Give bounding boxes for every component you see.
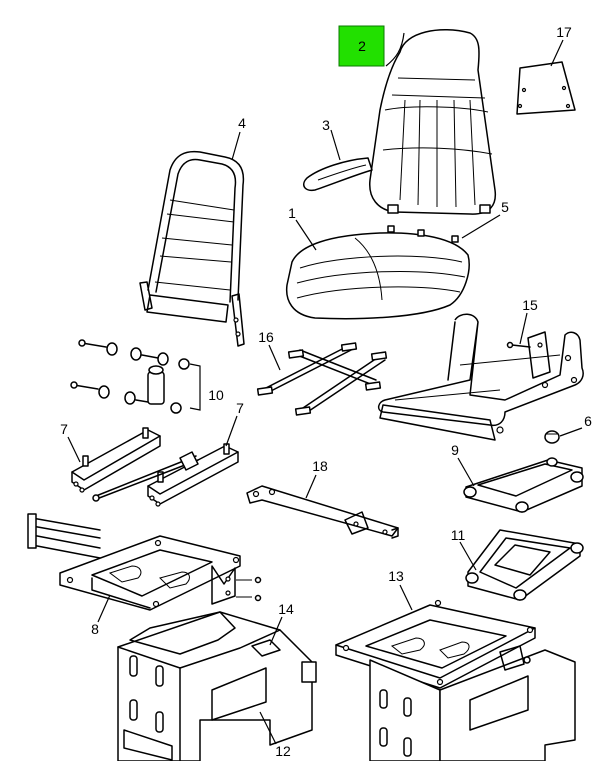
- callout-15[interactable]: 15: [522, 297, 538, 313]
- callout-5[interactable]: 5: [501, 199, 509, 215]
- callout-6[interactable]: 6: [584, 413, 592, 429]
- callout-3[interactable]: 3: [322, 117, 330, 133]
- part-seat-back[interactable]: [369, 29, 497, 215]
- callout-16[interactable]: 16: [258, 329, 274, 345]
- part-straps[interactable]: [256, 342, 388, 416]
- callout-12[interactable]: 12: [275, 743, 291, 759]
- callout-13[interactable]: 13: [388, 568, 404, 584]
- callout-9[interactable]: 9: [451, 442, 459, 458]
- callout-7-right[interactable]: 7: [236, 400, 244, 416]
- callout-2[interactable]: 2: [358, 38, 366, 54]
- part-bracket-bar[interactable]: [246, 485, 399, 539]
- callout-11[interactable]: 11: [451, 527, 466, 543]
- callout-10[interactable]: 10: [208, 387, 224, 403]
- callout-1[interactable]: 1: [288, 205, 296, 221]
- callout-7-left[interactable]: 7: [60, 421, 68, 437]
- callout-17[interactable]: 17: [556, 24, 572, 40]
- part-back-panel[interactable]: [516, 61, 576, 115]
- part-seat-frame[interactable]: [377, 313, 584, 441]
- highlight-callout-2[interactable]: 2: [338, 25, 385, 67]
- callout-4[interactable]: 4: [238, 115, 246, 131]
- part-armrest[interactable]: [303, 157, 373, 192]
- part-riser-base[interactable]: [117, 611, 317, 761]
- callout-8[interactable]: 8: [91, 621, 99, 637]
- part-slide-rail-left[interactable]: [71, 427, 161, 493]
- callout-labels: 17 3 4 1 5 15 16 10 6 9 7 7 18 11 8 13 1…: [60, 24, 592, 759]
- part-back-frame[interactable]: [139, 150, 245, 347]
- part-base-plate-left[interactable]: [27, 513, 262, 611]
- callout-18[interactable]: 18: [312, 458, 328, 474]
- part-nut[interactable]: [544, 430, 560, 444]
- part-release-bar[interactable]: [92, 451, 199, 502]
- part-shock-absorber[interactable]: [70, 339, 201, 414]
- leader-lines: [67, 32, 583, 745]
- part-slide-rail-right[interactable]: [147, 443, 239, 507]
- part-spacer-frame-tall[interactable]: [463, 457, 584, 513]
- part-spacer-frame-short[interactable]: [465, 529, 584, 601]
- highlight-box: [338, 25, 385, 67]
- callout-14[interactable]: 14: [278, 601, 294, 617]
- part-clip-fasteners[interactable]: [387, 225, 459, 243]
- part-base-assembly[interactable]: [335, 599, 576, 761]
- part-seat-cushion[interactable]: [285, 232, 470, 320]
